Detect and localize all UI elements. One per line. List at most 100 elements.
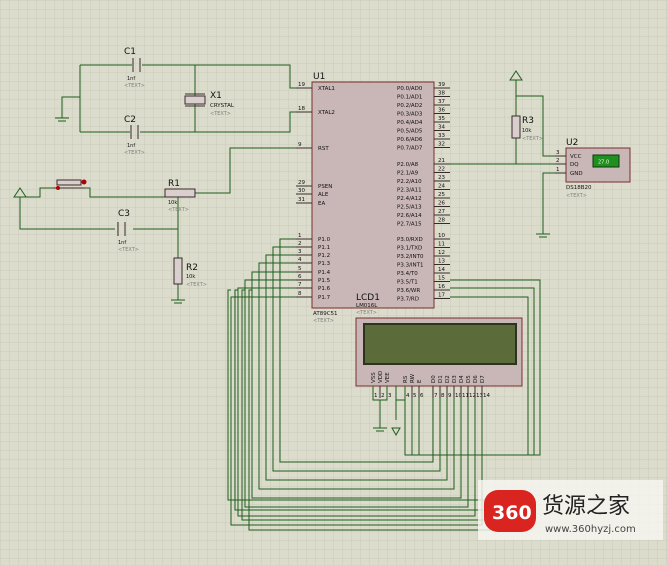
x1-ref: X1	[210, 91, 222, 101]
bus-wire-outer	[227, 289, 496, 501]
u1-pin-number: 35	[438, 116, 445, 122]
u1-pin-name: P1.4	[318, 270, 331, 276]
u1-pin-name: P2.4/A12	[397, 196, 422, 202]
lcd-pin-number: 13	[476, 393, 483, 399]
u1-pin-name: P1.5	[318, 278, 331, 284]
u1-pin-number: 33	[438, 133, 445, 139]
u1-pin-name: P1.3	[318, 261, 331, 267]
u1-pin-number: 31	[298, 197, 305, 203]
bus-wire	[272, 246, 441, 472]
bus-wire	[279, 238, 434, 463]
u1-pin-number: 10	[438, 233, 445, 239]
control-wire	[418, 296, 529, 456]
bus-wire-outer	[248, 289, 502, 531]
u2-pin-number: 2	[556, 158, 560, 164]
x1-text-placeholder: <TEXT>	[210, 111, 231, 117]
c3-ref: C3	[118, 209, 130, 219]
u1-pin-number: 28	[438, 218, 445, 224]
resistor-r3[interactable]: R3 10k <TEXT>	[511, 115, 543, 142]
u1-text-placeholder: <TEXT>	[313, 318, 334, 324]
control-wire	[411, 287, 535, 456]
u1-pin-name: P3.5/T1	[397, 280, 418, 286]
u1-pin-name: P3.7/RD	[397, 297, 419, 303]
u1-pin-name: P2.2/A10	[397, 179, 422, 185]
lcd-pin-name: VEE	[385, 372, 391, 383]
capacitor-c3[interactable]: C3 1nf <TEXT>	[117, 209, 139, 253]
u1-pin-number: 25	[438, 192, 445, 198]
u1-pin-name: P0.3/AD3	[397, 112, 423, 118]
lcd-pin-number: 8	[441, 393, 445, 399]
lcd-pin-number: 7	[434, 393, 438, 399]
u1-pin-name: P0.4/AD4	[397, 120, 423, 126]
u1-pin-number: 23	[438, 175, 445, 181]
lcd-text-placeholder: <TEXT>	[356, 310, 377, 316]
lcd-pin-name: D5	[466, 375, 472, 383]
reset-circuit: R1 10k <TEXT> C3 1nf <TEXT> R2 10k <TEXT…	[13, 147, 302, 304]
lcd-part: LM016L	[356, 303, 378, 309]
watermark-brand-name: 货源之家	[542, 494, 630, 519]
lcd-pin-number: 10	[455, 393, 462, 399]
u1-pin-number: 39	[438, 82, 445, 88]
u1-pin-name: P1.1	[318, 245, 330, 251]
capacitor-c1[interactable]: C1 1nf <TEXT>	[124, 47, 145, 89]
u1-pin-name: P2.5/A13	[397, 205, 422, 211]
u1-pin-name: P0.7/AD7	[397, 146, 423, 152]
u1-pin-number: 2	[298, 241, 302, 247]
u1-pin-number: 30	[298, 188, 305, 194]
r1-text-placeholder: <TEXT>	[168, 207, 189, 213]
u1-pin-number: 24	[438, 184, 445, 190]
u1-pin-number: 22	[438, 167, 445, 173]
u2-pin-number: 1	[556, 167, 560, 173]
reset-button[interactable]	[53, 179, 87, 191]
u1-pin-name: P3.3/INT1	[397, 263, 424, 269]
u1-pin-name: P3.6/WR	[397, 288, 420, 294]
lcd-pin-name: D3	[452, 375, 458, 383]
u1-pin-number: 37	[438, 99, 445, 105]
u1-pin-number: 8	[298, 291, 302, 297]
crystal-oscillator-circuit: C1 1nf <TEXT> C2 1nf <TEXT> X1 CRYSTAL <…	[55, 47, 302, 156]
resistor-r1[interactable]: R1 10k <TEXT>	[164, 179, 196, 213]
u1-pin-number: 21	[438, 158, 445, 164]
u1-pin-name: P2.1/A9	[397, 171, 419, 177]
power-terminal-right	[509, 70, 523, 81]
u1-pin-number: 5	[298, 266, 302, 272]
u1-pin-number: 15	[438, 276, 445, 282]
u1-pin-name: PSEN	[318, 184, 332, 190]
u1-pin-number: 16	[438, 284, 445, 290]
u1-pin-number: 12	[438, 250, 445, 256]
ground-symbol-sensor	[536, 233, 550, 238]
lcd-pin-number: 4	[406, 393, 410, 399]
u1-pin-number: 3	[298, 249, 302, 255]
lcd-pin-number: 1	[374, 393, 378, 399]
lcd-pin-name: E	[417, 379, 423, 383]
bus-wire-outer	[241, 289, 500, 521]
u1-pin-name: P3.0/RXD	[397, 237, 423, 243]
resistor-r2[interactable]: R2 10k <TEXT>	[173, 257, 207, 288]
bus-wire	[251, 271, 462, 499]
lcd-pin-number: 12	[469, 393, 476, 399]
lcd-module[interactable]: LCD1 LM016L <TEXT> VSS1VDD2VEE3RS4RW5E6D…	[355, 293, 523, 399]
lcd-pin-number: 11	[462, 393, 469, 399]
crystal-x1[interactable]: X1 CRYSTAL <TEXT>	[184, 91, 235, 117]
r3-text-placeholder: <TEXT>	[522, 136, 543, 142]
ground-symbol-reset	[171, 299, 185, 304]
c2-text-placeholder: <TEXT>	[124, 150, 145, 156]
u1-pin-name: P1.6	[318, 286, 331, 292]
u1-pin-number: 13	[438, 259, 445, 265]
u1-right-pins: 39P0.0/AD038P0.1/AD137P0.2/AD236P0.3/AD3…	[397, 82, 460, 303]
u1-pin-name: XTAL1	[318, 86, 335, 92]
u1-part: AT89C51	[313, 311, 338, 317]
u1-pin-number: 6	[298, 274, 302, 280]
lcd-pin-name: RW	[410, 373, 416, 383]
lcd-pin-number: 9	[448, 393, 452, 399]
microcontroller-u1[interactable]: U1 AT89C51 <TEXT> 19XTAL118XTAL29RST29PS…	[296, 72, 460, 324]
u1-pin-number: 4	[298, 257, 302, 263]
capacitor-c2[interactable]: C2 1nf <TEXT>	[124, 115, 145, 156]
u1-pin-number: 9	[298, 142, 302, 148]
control-wire	[404, 279, 541, 456]
lcd-pin-name: D4	[459, 375, 465, 383]
u1-pin-name: P2.7/A15	[397, 222, 422, 228]
u1-pin-name: EA	[318, 201, 325, 207]
lcd-pin-name: RS	[403, 375, 409, 383]
